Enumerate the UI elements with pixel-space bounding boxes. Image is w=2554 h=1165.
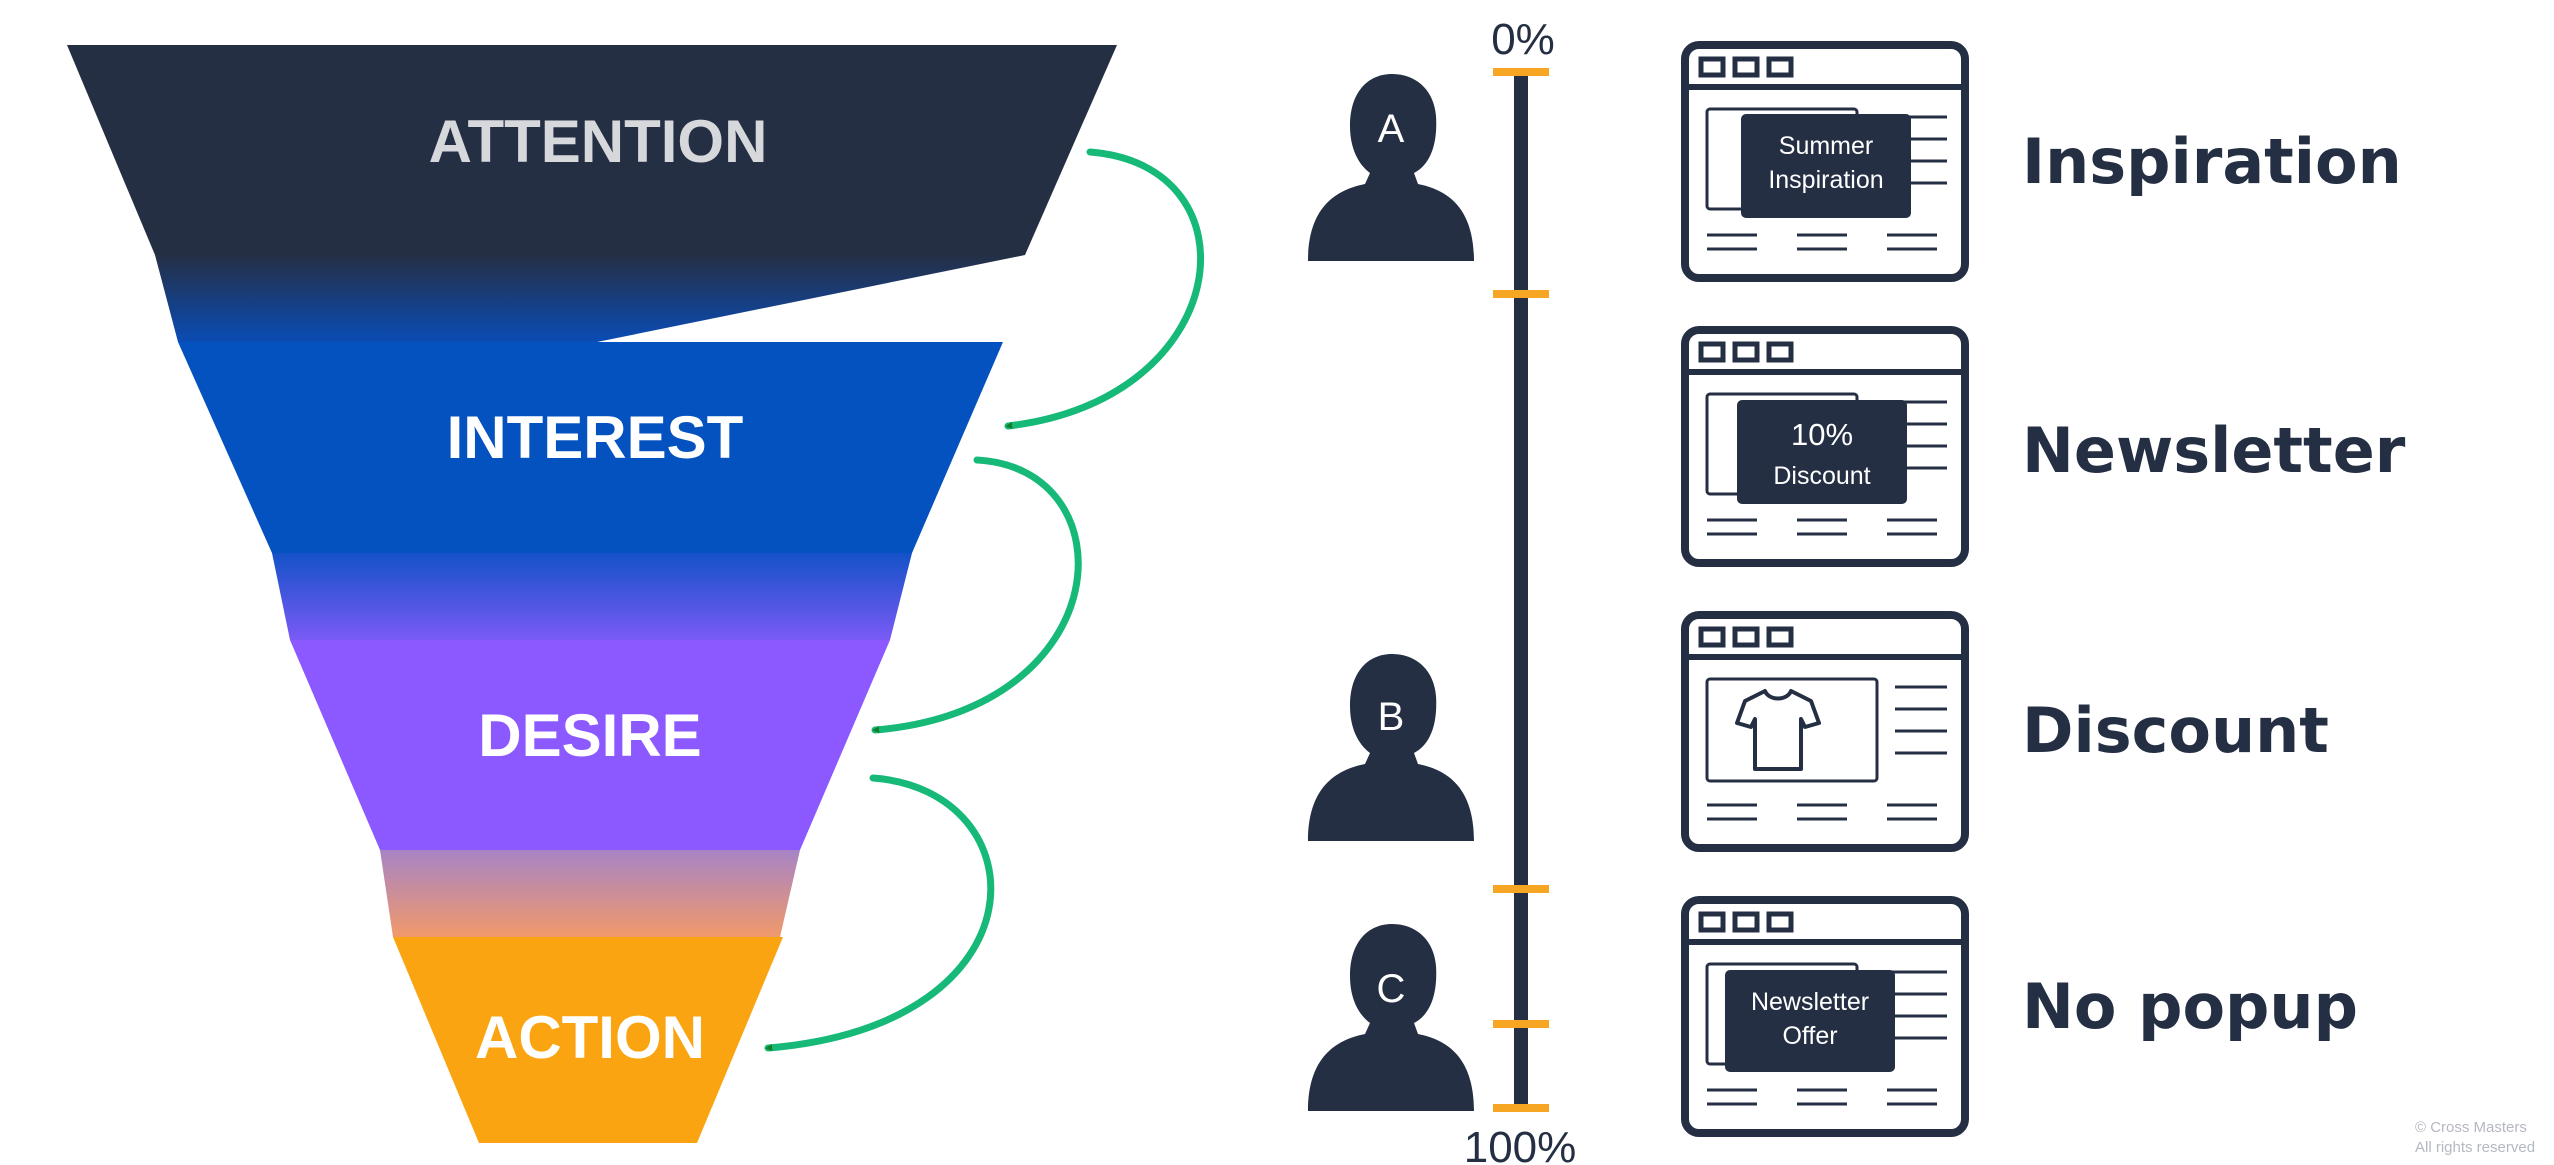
popup-2-line2: Discount [1773,462,1870,490]
flow-arrow-desire-to-action [764,774,995,1052]
funnel-label-desire: DESIRE [478,702,701,769]
popup-1-line2: Inspiration [1768,166,1883,194]
funnel-connector-2 [272,553,912,640]
popup-box [1741,114,1911,218]
progress-scale: 0% 100% [1464,15,1577,1165]
funnel-stage-interest [178,342,1003,553]
visitor-b: B [1308,654,1474,841]
outcome-label-3: Discount [2022,694,2329,767]
outcome-label-2: Newsletter [2022,414,2406,487]
person-icon [1308,924,1474,1111]
funnel: ATTENTION INTEREST DESIRE ACTION [67,45,1205,1143]
visitor-letter-a: A [1378,107,1405,151]
funnel-stage-desire [290,640,890,850]
browser-window-1: Summer Inspiration [1681,41,1969,282]
outcome-label-4: No popup [2022,970,2358,1043]
person-icon [1308,74,1474,261]
popup-4-line2: Offer [1782,1022,1837,1050]
popup-2-line1: 10% [1791,417,1853,452]
funnel-label-action: ACTION [475,1004,705,1071]
browser-window-3 [1681,611,1969,852]
funnel-connector-3 [380,850,800,937]
outcome-label-1: Inspiration [2022,125,2402,198]
funnel-label-attention: ATTENTION [429,108,768,175]
funnel-label-interest: INTEREST [447,404,744,471]
person-icon [1308,654,1474,841]
popup-box [1737,400,1907,504]
copyright-line-2: All rights reserved [2415,1139,2535,1156]
flow-arrow-interest-to-desire [871,456,1082,734]
scale-label-top: 0% [1491,15,1555,64]
copyright-line-1: © Cross Masters [2415,1119,2527,1136]
popup-box [1725,970,1895,1072]
flow-arrow-attention-to-interest [1004,148,1205,430]
funnel-stage-action [393,937,783,1143]
visitor-letter-b: B [1378,695,1405,739]
popup-1-line1: Summer [1779,132,1873,160]
browser-window-4: Newsletter Offer [1681,896,1969,1137]
visitor-c: C [1308,924,1474,1111]
browser-window-2: 10% Discount [1681,326,1969,567]
scale-label-bottom: 100% [1464,1123,1577,1165]
tshirt-icon [1735,689,1821,771]
visitor-a: A [1308,74,1474,261]
visitor-letter-c: C [1377,967,1406,1011]
popup-4-line1: Newsletter [1751,988,1869,1016]
funnel-stage-attention [67,45,1117,255]
funnel-connector-1 [155,255,1025,342]
